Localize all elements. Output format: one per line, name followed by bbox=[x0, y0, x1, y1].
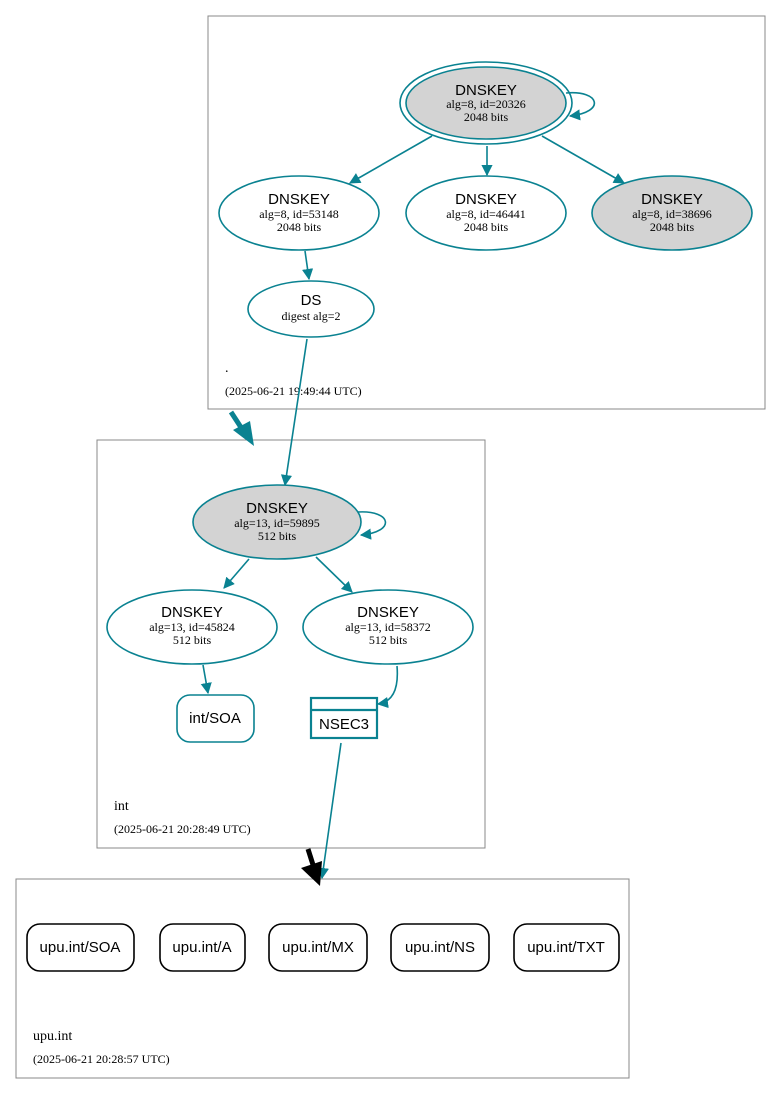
record-upu-mx[interactable]: upu.int/MX bbox=[268, 923, 368, 972]
node-int-zsk2-title: DNSKEY bbox=[357, 604, 419, 621]
node-root-zsk3-line2: 2048 bits bbox=[650, 220, 695, 234]
edge-root-ksk-zsk1 bbox=[349, 135, 433, 184]
edge-int-zsk1-soa bbox=[200, 664, 212, 695]
node-root-zsk2-title: DNSKEY bbox=[455, 191, 517, 208]
node-root-zsk3[interactable]: DNSKEY alg=8, id=38696 2048 bits bbox=[591, 175, 753, 251]
record-upu-a-label: upu.int/A bbox=[172, 939, 231, 956]
edge-root-ksk-zsk3 bbox=[541, 135, 625, 184]
delegation-arrow-int-upu bbox=[301, 848, 322, 886]
zone-upu-box bbox=[15, 878, 630, 1079]
edge-root-ksk-self bbox=[565, 92, 596, 121]
node-root-ksk-title: DNSKEY bbox=[455, 82, 517, 99]
record-upu-txt[interactable]: upu.int/TXT bbox=[513, 923, 620, 972]
record-upu-soa-label: upu.int/SOA bbox=[40, 939, 121, 956]
node-int-ksk-title: DNSKEY bbox=[246, 500, 308, 517]
node-root-ksk-line1: alg=8, id=20326 bbox=[446, 97, 526, 111]
record-upu-ns[interactable]: upu.int/NS bbox=[390, 923, 490, 972]
node-root-ds-title: DS bbox=[301, 292, 322, 309]
node-int-soa[interactable]: int/SOA bbox=[176, 694, 255, 743]
record-upu-soa[interactable]: upu.int/SOA bbox=[26, 923, 135, 972]
edges bbox=[200, 92, 625, 886]
node-root-ksk-line2: 2048 bits bbox=[464, 110, 509, 124]
edge-int-ksk-self bbox=[357, 511, 387, 540]
edge-int-ksk-zsk2 bbox=[315, 556, 353, 593]
zone-int-timestamp: (2025-06-21 20:28:49 UTC) bbox=[114, 822, 251, 836]
edge-nsec3-upu bbox=[317, 742, 342, 880]
edge-ds-int-ksk bbox=[280, 338, 308, 487]
node-root-zsk1[interactable]: DNSKEY alg=8, id=53148 2048 bits bbox=[218, 175, 380, 251]
node-root-zsk2[interactable]: DNSKEY alg=8, id=46441 2048 bits bbox=[405, 175, 567, 251]
node-int-zsk2-line2: 512 bits bbox=[369, 633, 408, 647]
node-root-zsk3-title: DNSKEY bbox=[641, 191, 703, 208]
zone-root-name: . bbox=[225, 361, 229, 376]
node-root-ksk[interactable]: DNSKEY alg=8, id=20326 2048 bits bbox=[399, 61, 573, 145]
node-int-zsk1-line2: 512 bits bbox=[173, 633, 212, 647]
node-root-zsk1-line1: alg=8, id=53148 bbox=[259, 207, 339, 221]
node-root-zsk2-line1: alg=8, id=46441 bbox=[446, 207, 526, 221]
edge-root-zsk1-ds bbox=[302, 250, 314, 281]
node-int-soa-label: int/SOA bbox=[189, 710, 241, 727]
edge-int-ksk-zsk1 bbox=[223, 558, 250, 589]
zone-upu-timestamp: (2025-06-21 20:28:57 UTC) bbox=[33, 1052, 170, 1066]
node-int-zsk1[interactable]: DNSKEY alg=13, id=45824 512 bits bbox=[106, 589, 278, 665]
zone-upu-name: upu.int bbox=[33, 1029, 72, 1044]
node-int-zsk1-title: DNSKEY bbox=[161, 604, 223, 621]
node-int-zsk2-line1: alg=13, id=58372 bbox=[345, 620, 431, 634]
node-int-nsec3[interactable]: NSEC3 bbox=[309, 696, 379, 740]
zone-int-name: int bbox=[114, 799, 129, 814]
record-upu-ns-label: upu.int/NS bbox=[405, 939, 475, 956]
node-int-ksk-line1: alg=13, id=59895 bbox=[234, 516, 320, 530]
edge-int-zsk2-nsec3 bbox=[376, 665, 399, 709]
record-upu-a[interactable]: upu.int/A bbox=[159, 923, 246, 972]
zone-upu: upu.int (2025-06-21 20:28:57 UTC) bbox=[15, 878, 630, 1079]
node-root-zsk2-line2: 2048 bits bbox=[464, 220, 509, 234]
record-upu-mx-label: upu.int/MX bbox=[282, 939, 354, 956]
record-upu-txt-label: upu.int/TXT bbox=[527, 939, 605, 956]
node-int-zsk2[interactable]: DNSKEY alg=13, id=58372 512 bits bbox=[302, 589, 474, 665]
node-int-ksk[interactable]: DNSKEY alg=13, id=59895 512 bits bbox=[192, 484, 362, 560]
node-root-ds[interactable]: DS digest alg=2 bbox=[247, 280, 375, 338]
node-root-zsk3-line1: alg=8, id=38696 bbox=[632, 207, 712, 221]
node-int-nsec3-label: NSEC3 bbox=[319, 716, 369, 733]
node-root-ds-line1: digest alg=2 bbox=[281, 309, 340, 323]
node-root-zsk1-line2: 2048 bits bbox=[277, 220, 322, 234]
node-int-ksk-line2: 512 bits bbox=[258, 529, 297, 543]
zone-root-timestamp: (2025-06-21 19:49:44 UTC) bbox=[225, 384, 362, 398]
node-int-zsk1-line1: alg=13, id=45824 bbox=[149, 620, 235, 634]
delegation-arrow-root-int bbox=[228, 410, 254, 446]
node-root-zsk1-title: DNSKEY bbox=[268, 191, 330, 208]
